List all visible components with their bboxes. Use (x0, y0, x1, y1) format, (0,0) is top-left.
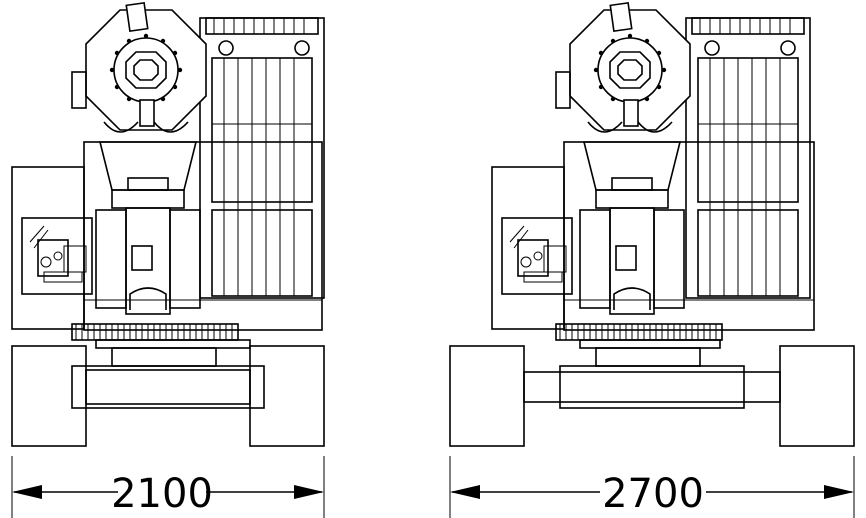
slew-ring-gear (555, 323, 723, 341)
hydraulic-valve-block (509, 225, 567, 283)
dimension-2700 (449, 456, 855, 518)
dimension-2100 (11, 456, 325, 518)
central-column (579, 141, 685, 315)
track-frame (523, 371, 781, 403)
radiator-frame (199, 17, 325, 299)
dimension-label-2700: 2700 (602, 471, 704, 517)
slew-ring-gear (71, 323, 239, 341)
dimension-label-2100: 2100 (111, 471, 213, 517)
cutter-drum (555, 1, 691, 133)
hydraulic-valve-block (29, 225, 87, 283)
central-column (95, 141, 201, 315)
undercarriage-2100 (11, 339, 325, 447)
left-track (11, 345, 87, 447)
right-track (249, 345, 325, 447)
machine-view-2100 (11, 1, 325, 518)
cutter-drum (71, 1, 207, 133)
left-track (449, 345, 525, 447)
track-frame (71, 365, 265, 409)
undercarriage-2700 (449, 339, 855, 447)
radiator-frame (685, 17, 811, 299)
machine-view-2700 (449, 1, 855, 518)
right-track (779, 345, 855, 447)
